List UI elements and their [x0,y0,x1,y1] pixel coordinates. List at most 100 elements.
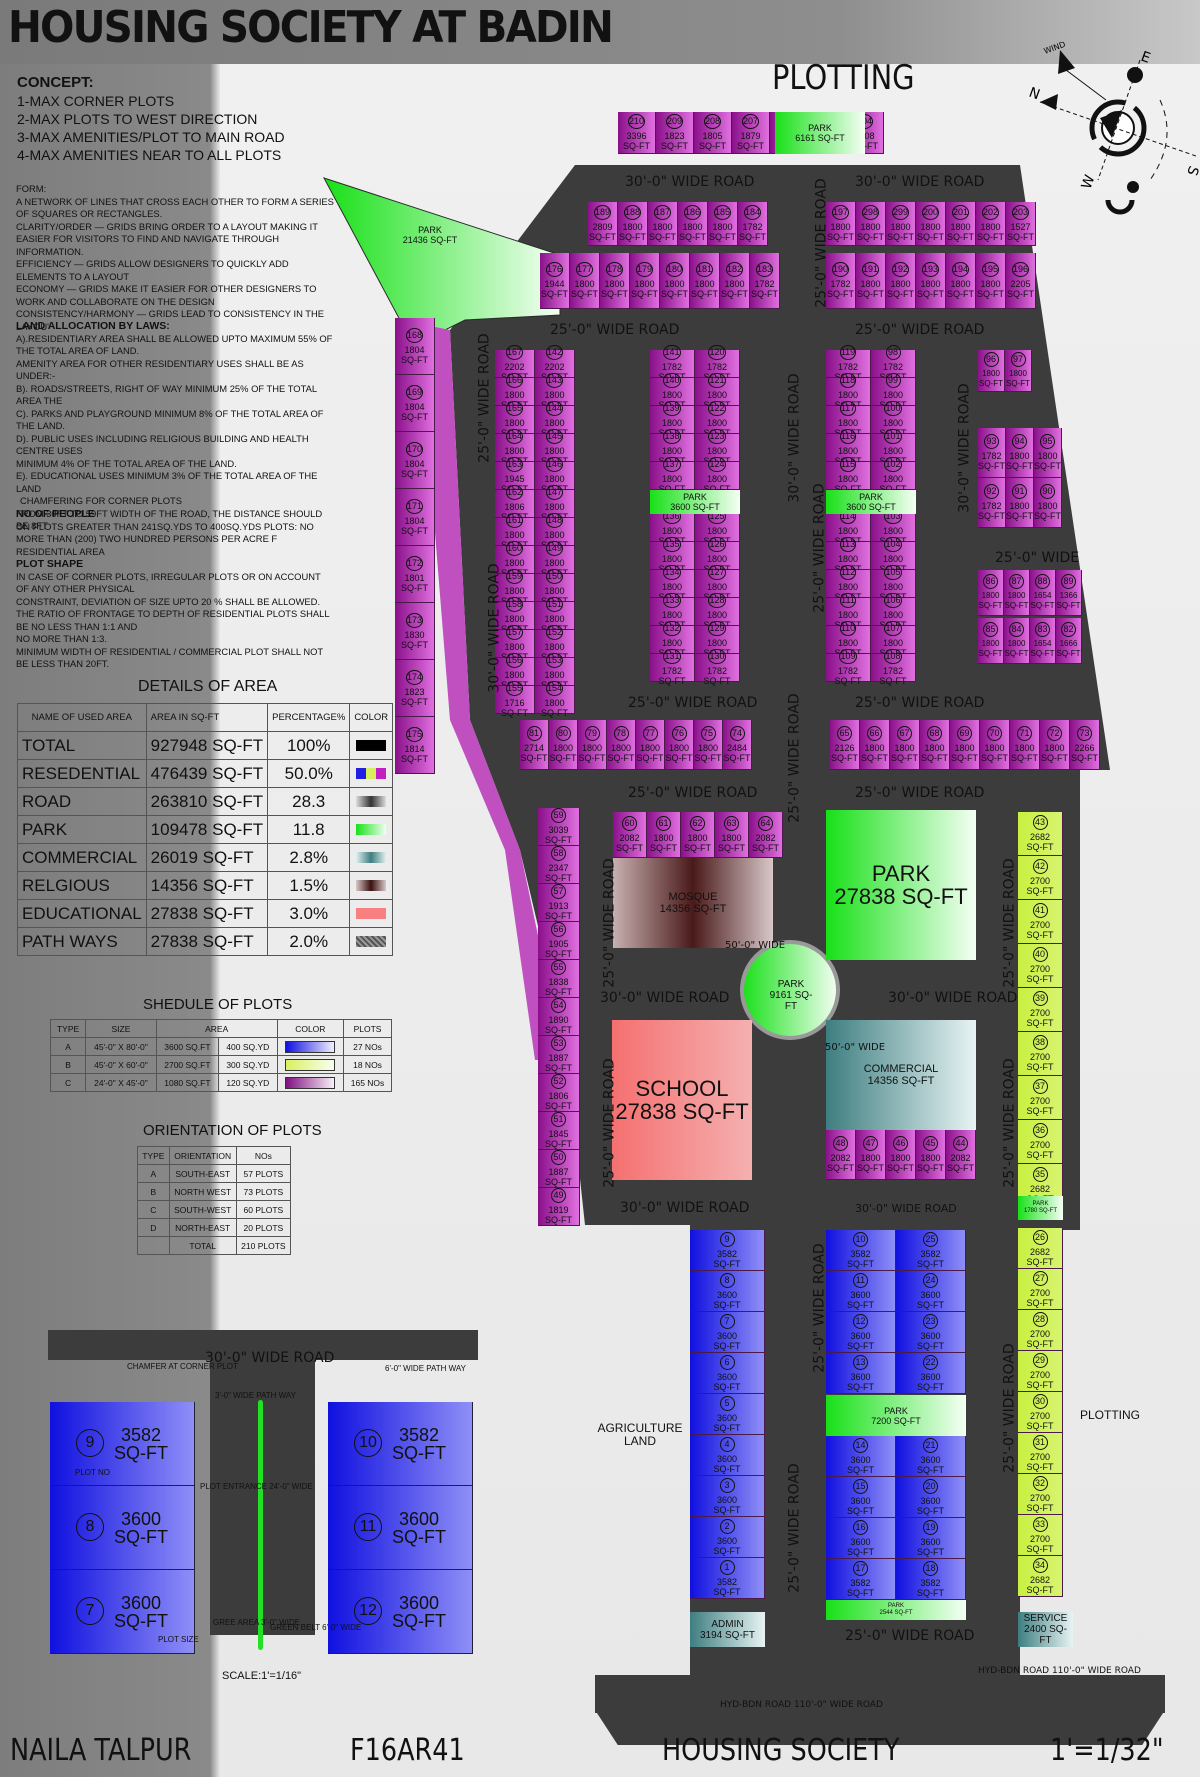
plot[interactable]: 382700SQ-FT [1018,1032,1063,1076]
plot[interactable]: 2981800SQ-FT [856,202,886,246]
plot[interactable]: 961800SQ-FT [978,350,1005,392]
plot[interactable]: 1791800SQ-FT [630,253,660,309]
plot[interactable]: 33600SQ-FT [690,1476,765,1517]
plot[interactable]: 282700SQ-FT [1018,1310,1063,1351]
plot[interactable]: 602082SQ-FT [613,812,647,858]
plot[interactable]: 1941800SQ-FT [946,253,976,309]
plot[interactable]: 1821800SQ-FT [720,253,750,309]
plot[interactable]: 901800SQ-FT [1034,478,1062,528]
plot[interactable]: 362700SQ-FT [1018,1120,1063,1164]
plot[interactable]: 322700SQ-FT [1018,1474,1063,1515]
plot[interactable]: 551838SQ-FT [538,960,580,998]
plot[interactable]: 1962205SQ-FT [1006,253,1036,309]
plot[interactable]: 2001800SQ-FT [916,202,946,246]
plot[interactable]: 451800SQ-FT [916,1130,946,1180]
plot[interactable]: 701800SQ-FT [980,720,1010,770]
plot[interactable]: 1841782SQ-FT [738,202,768,246]
plot[interactable]: 1761944SQ-FT [540,253,570,309]
plot[interactable]: 851800SQ-FT [978,618,1004,664]
park-7200[interactable]: PARK7200 SQ-FT [826,1395,966,1436]
plot[interactable]: 642082SQ-FT [749,812,783,858]
plot[interactable]: 501887SQ-FT [538,1150,580,1188]
plot[interactable]: 593039SQ-FT [538,808,580,846]
plot[interactable]: 631800SQ-FT [715,812,749,858]
plot[interactable]: 123600SQ-FT [826,1312,896,1353]
plot[interactable]: 531887SQ-FT [538,1036,580,1074]
plot[interactable]: 721800SQ-FT [1040,720,1070,770]
plot[interactable]: 661800SQ-FT [860,720,890,770]
plot[interactable]: 1371800SQ-FT [650,457,695,494]
plot[interactable]: 432682SQ-FT [1018,812,1063,856]
plot[interactable]: 812714SQ-FT [520,720,549,770]
plot[interactable]: 262682SQ-FT [1018,1228,1063,1269]
plot[interactable]: 1892809SQ-FT [588,202,618,246]
plot[interactable]: 213600SQ-FT [896,1436,966,1477]
plot[interactable]: 1931800SQ-FT [916,253,946,309]
plot[interactable]: 582347SQ-FT [538,846,580,884]
plot[interactable]: 203600SQ-FT [896,1477,966,1518]
plot[interactable]: 691800SQ-FT [950,720,980,770]
plot[interactable]: 292700SQ-FT [1018,1351,1063,1392]
plot[interactable]: 103582SQ-FT [826,1230,896,1271]
park-large[interactable]: PARK27838 SQ-FT [826,810,976,960]
park-top[interactable]: PARK6161 SQ-FT [775,112,865,154]
plot[interactable]: 1731830SQ-FT [395,603,435,660]
plot[interactable]: 1971800SQ-FT [826,202,856,246]
mosque[interactable]: MOSQUE14356 SQ-FT [613,858,773,948]
plot[interactable]: 272700SQ-FT [1018,1269,1063,1310]
plot[interactable]: 173582SQ-FT [826,1559,896,1600]
plot[interactable]: 831654SQ-FT [1030,618,1056,664]
plot[interactable]: 302700SQ-FT [1018,1392,1063,1433]
plot[interactable]: 1751814SQ-FT [395,717,435,774]
plot[interactable]: 871800SQ-FT [1004,570,1030,616]
plot[interactable]: 332700SQ-FT [1018,1515,1063,1556]
plot[interactable]: 53600SQ-FT [690,1394,765,1435]
plot[interactable]: 1781800SQ-FT [600,253,630,309]
plot[interactable]: 461800SQ-FT [886,1130,916,1180]
plot[interactable]: 1551716SQ-FT [495,681,535,718]
park-roundabout[interactable]: PARK9161 SQ-FT [766,975,816,1015]
plot[interactable]: 482082SQ-FT [826,1130,856,1180]
plot[interactable]: 1951800SQ-FT [976,253,1006,309]
plot[interactable]: 1081782SQ-FT [871,649,916,686]
plot[interactable]: 253582SQ-FT [896,1230,966,1271]
plot[interactable]: 1721801SQ-FT [395,546,435,603]
plot[interactable]: 561905SQ-FT [538,922,580,960]
plot[interactable]: 1921800SQ-FT [886,253,916,309]
plot[interactable]: 1871800SQ-FT [648,202,678,246]
plot[interactable]: 1861800SQ-FT [678,202,708,246]
plot[interactable]: 861800SQ-FT [978,570,1004,616]
plot[interactable]: 63600SQ-FT [690,1353,765,1394]
plot[interactable]: 1151800SQ-FT [826,457,871,494]
plot[interactable]: 2991800SQ-FT [886,202,916,246]
park-block-2[interactable]: PARK3600 SQ-FT [826,490,916,514]
park-block-1[interactable]: PARK3600 SQ-FT [650,490,740,514]
plot[interactable]: 621800SQ-FT [681,812,715,858]
plot[interactable]: 183582SQ-FT [896,1559,966,1600]
plot[interactable]: 1801800SQ-FT [660,253,690,309]
service[interactable]: SERVICE2400 SQ-FT [1018,1612,1073,1647]
plot[interactable]: 711800SQ-FT [1010,720,1040,770]
admin[interactable]: ADMIN3194 SQ-FT [690,1612,765,1647]
plot[interactable]: 93582SQ-FT [690,1230,765,1271]
plot[interactable]: 163600SQ-FT [826,1518,896,1559]
plot[interactable]: 113600SQ-FT [826,1271,896,1312]
plot[interactable]: 742484SQ-FT [723,720,752,770]
plot[interactable]: 1711804SQ-FT [395,489,435,546]
plot[interactable]: 1021800SQ-FT [871,457,916,494]
plot[interactable]: 941800SQ-FT [1006,428,1034,478]
plot[interactable]: 243600SQ-FT [896,1271,966,1312]
plot[interactable]: 223600SQ-FT [896,1353,966,1394]
plot[interactable]: 1091782SQ-FT [826,649,871,686]
plot[interactable]: 751800SQ-FT [694,720,723,770]
plot[interactable]: 153600SQ-FT [826,1477,896,1518]
plot[interactable]: 681800SQ-FT [920,720,950,770]
plot[interactable]: 1831782SQ-FT [750,253,780,309]
plot[interactable]: 1541800SQ-FT [535,681,575,718]
plot[interactable]: 13582SQ-FT [690,1558,765,1599]
plot[interactable]: 2103396SQ-FT [618,112,656,154]
plot[interactable]: 1681804SQ-FT [395,318,435,375]
plot[interactable]: 43600SQ-FT [690,1435,765,1476]
plot[interactable]: 951800SQ-FT [1034,428,1062,478]
school[interactable]: SCHOOL27838 SQ-FT [612,1020,752,1180]
